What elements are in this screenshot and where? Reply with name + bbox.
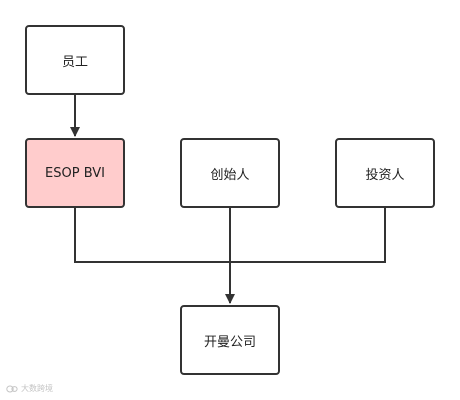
node-founder-label: 创始人 bbox=[210, 167, 250, 183]
watermark-text: 大数跨境 bbox=[21, 384, 53, 393]
watermark: 大数跨境 bbox=[6, 383, 53, 394]
node-esop-bvi-label: ESOP BVI bbox=[45, 165, 105, 181]
watermark-logo-icon bbox=[6, 385, 18, 392]
node-founder: 创始人 bbox=[180, 138, 280, 208]
node-esop-bvi: ESOP BVI bbox=[25, 138, 125, 208]
node-cayman-company: 开曼公司 bbox=[180, 305, 280, 375]
node-investor: 投资人 bbox=[335, 138, 435, 208]
node-cayman-company-label: 开曼公司 bbox=[203, 334, 256, 350]
node-investor-label: 投资人 bbox=[365, 167, 405, 183]
node-employee-label: 员工 bbox=[61, 54, 88, 70]
node-employee: 员工 bbox=[25, 25, 125, 95]
